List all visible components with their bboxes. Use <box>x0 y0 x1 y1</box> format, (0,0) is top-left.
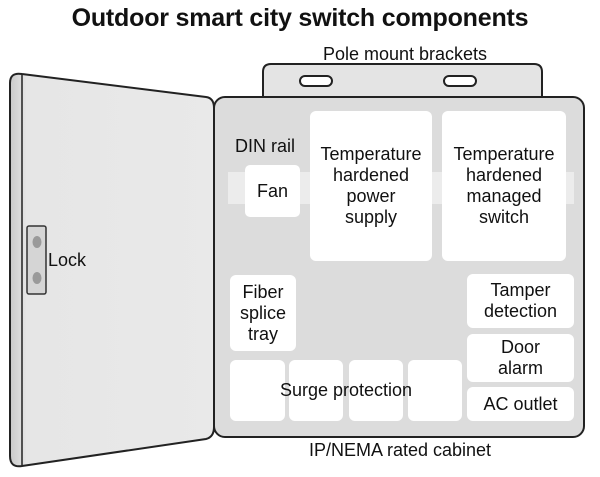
cabinet-label: IP/NEMA rated cabinet <box>308 440 492 460</box>
lock-label: Lock <box>48 250 87 270</box>
ac-outlet-box <box>467 387 574 421</box>
fan-box <box>245 165 300 217</box>
lock-hole-bottom <box>32 272 42 284</box>
pole-mount-label: Pole mount brackets <box>322 44 488 64</box>
pole-mount-bracket <box>262 63 543 101</box>
fan-label: Fan <box>256 180 289 201</box>
surge-box-3 <box>349 360 403 421</box>
surge-protection-label: Surge protection <box>279 380 413 400</box>
lock-hole-top <box>32 236 42 248</box>
door-alarm-label: Door alarm <box>497 337 543 378</box>
power-supply-label: Temperature hardened power supply <box>320 144 422 227</box>
tamper-box <box>467 274 574 328</box>
fiber-splice-box <box>230 275 296 351</box>
diagram-title: Outdoor smart city switch components <box>71 4 529 32</box>
bracket-slot-left <box>299 75 333 87</box>
din-rail-label: DIN rail <box>234 136 295 156</box>
surge-box-4 <box>408 360 462 421</box>
cabinet-door <box>9 72 215 468</box>
surge-box-2 <box>289 360 343 421</box>
surge-box-1 <box>230 360 285 421</box>
ac-outlet-label: AC outlet <box>483 393 558 414</box>
door-alarm-box <box>467 334 574 382</box>
power-supply-box <box>310 111 432 261</box>
bracket-slot-right <box>443 75 477 87</box>
managed-switch-label: Temperature hardened managed switch <box>453 144 555 227</box>
managed-switch-box <box>442 111 566 261</box>
tamper-label: Tamper detection <box>483 280 558 321</box>
fiber-splice-label: Fiber splice tray <box>239 281 287 344</box>
